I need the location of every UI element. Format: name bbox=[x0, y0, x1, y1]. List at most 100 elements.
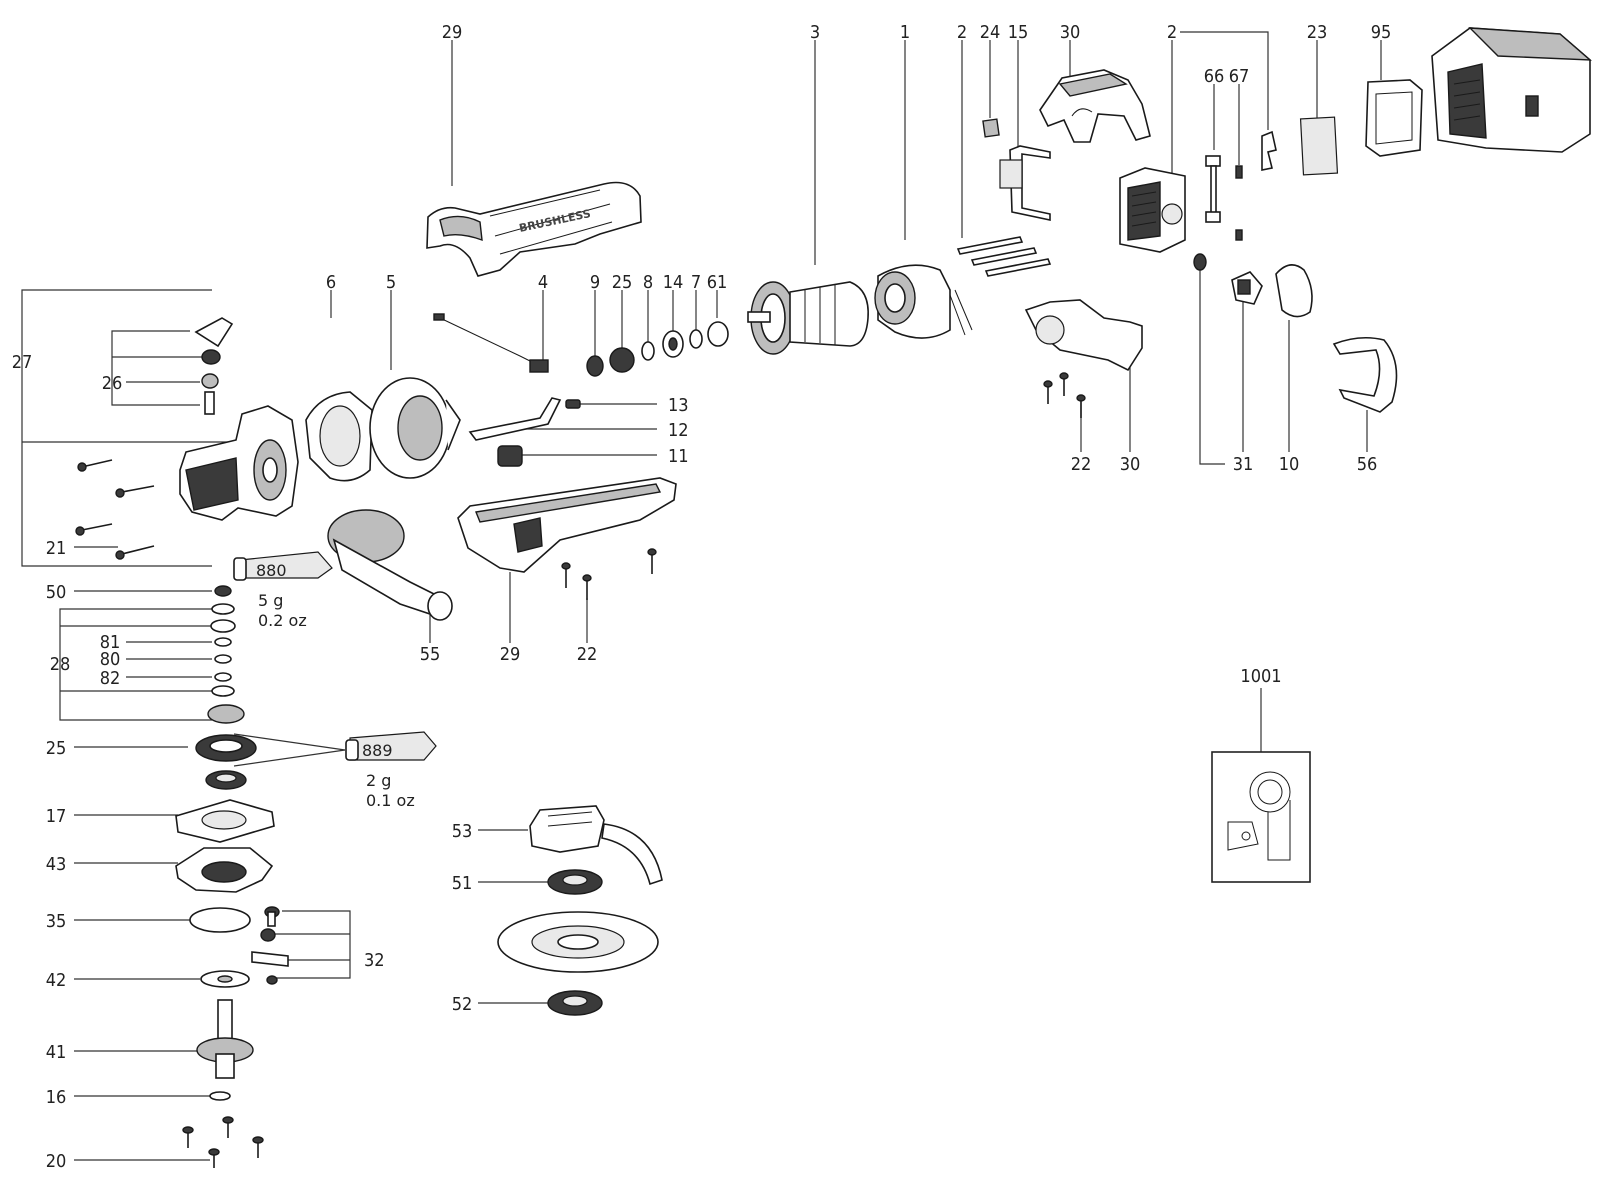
label-56: 56 bbox=[1357, 454, 1378, 475]
grease-tube-880: 880 bbox=[233, 551, 333, 581]
label-plate bbox=[982, 118, 1000, 138]
grease-880-amount-oz: 0.2 oz bbox=[258, 611, 307, 630]
label-31: 31 bbox=[1233, 454, 1254, 475]
label-17: 17 bbox=[46, 806, 67, 827]
flange-plate bbox=[305, 391, 373, 482]
label-11: 11 bbox=[668, 446, 689, 467]
label-30-top: 30 bbox=[1060, 22, 1081, 43]
housing-cover-bottom bbox=[1024, 299, 1143, 372]
spindle bbox=[196, 999, 254, 1079]
fan bbox=[369, 377, 461, 479]
rating-label bbox=[1299, 116, 1339, 176]
spring-clip bbox=[1261, 130, 1277, 171]
label-1: 1 bbox=[900, 22, 910, 43]
gear-housing bbox=[179, 405, 299, 521]
label-22-rear: 22 bbox=[1071, 454, 1092, 475]
grease-tube-889: 889 bbox=[345, 731, 437, 761]
label-29-bottom: 29 bbox=[500, 644, 521, 665]
label-14: 14 bbox=[663, 272, 684, 293]
label-1001: 1001 bbox=[1240, 666, 1281, 687]
grease-889-amount: 2 g bbox=[366, 771, 391, 790]
label-25-top: 25 bbox=[612, 272, 633, 293]
housing-shell-bottom bbox=[457, 477, 677, 573]
wheel-guard bbox=[529, 805, 663, 886]
grease-889-amount-oz: 0.1 oz bbox=[366, 791, 415, 810]
grease-889-code: 889 bbox=[362, 741, 393, 760]
label-9: 9 bbox=[590, 272, 600, 293]
label-13: 13 bbox=[668, 395, 689, 416]
retaining-ring bbox=[209, 1091, 231, 1101]
label-80: 80 bbox=[100, 649, 121, 670]
label-12: 12 bbox=[668, 420, 689, 441]
label-29-top: 29 bbox=[442, 22, 463, 43]
label-32: 32 bbox=[364, 950, 385, 971]
label-55: 55 bbox=[420, 644, 441, 665]
electronics-module bbox=[1119, 167, 1186, 253]
side-handle bbox=[327, 509, 453, 621]
screws-housing bbox=[75, 459, 155, 560]
wiring-diagram-inset bbox=[1211, 751, 1311, 883]
label-21: 21 bbox=[46, 538, 67, 559]
label-95: 95 bbox=[1371, 22, 1392, 43]
label-23: 23 bbox=[1307, 22, 1328, 43]
gear-stack bbox=[195, 585, 257, 790]
rods bbox=[956, 236, 1052, 277]
grease-880-code: 880 bbox=[256, 561, 287, 580]
label-61: 61 bbox=[707, 272, 728, 293]
label-27: 27 bbox=[12, 352, 33, 373]
wire-harness bbox=[433, 313, 549, 373]
label-28: 28 bbox=[50, 654, 71, 675]
label-66: 66 bbox=[1204, 66, 1225, 87]
label-2-rods: 2 bbox=[957, 22, 967, 43]
label-22-bottom: 22 bbox=[577, 644, 598, 665]
grinding-disc bbox=[497, 911, 659, 973]
switch-parts bbox=[468, 397, 581, 467]
label-51: 51 bbox=[452, 873, 473, 894]
label-24: 24 bbox=[980, 22, 1001, 43]
label-3: 3 bbox=[810, 22, 820, 43]
label-5: 5 bbox=[386, 272, 396, 293]
armature bbox=[747, 281, 869, 355]
screws-flange bbox=[182, 1116, 264, 1168]
switch-rod bbox=[1205, 155, 1243, 241]
label-6: 6 bbox=[326, 272, 336, 293]
label-52: 52 bbox=[452, 994, 473, 1015]
label-43: 43 bbox=[46, 854, 67, 875]
screws-bottom bbox=[561, 548, 657, 600]
label-30-bottom: 30 bbox=[1120, 454, 1141, 475]
label-50: 50 bbox=[46, 582, 67, 603]
label-8: 8 bbox=[643, 272, 653, 293]
housing-cover-top bbox=[1039, 69, 1151, 143]
label-2-electronics: 2 bbox=[1167, 22, 1177, 43]
label-15: 15 bbox=[1008, 22, 1029, 43]
screws-rear bbox=[1043, 372, 1086, 418]
end-cap bbox=[1275, 264, 1313, 318]
label-25-left: 25 bbox=[46, 738, 67, 759]
stator bbox=[874, 264, 973, 339]
wire-bracket bbox=[999, 145, 1051, 221]
bearing-flange bbox=[175, 847, 274, 893]
bearing-stack bbox=[586, 321, 729, 377]
label-7: 7 bbox=[691, 272, 701, 293]
bumper-ring bbox=[1332, 336, 1398, 413]
battery-plate bbox=[1365, 79, 1423, 157]
spindle-lock-parts bbox=[194, 317, 234, 415]
switch-actuator bbox=[1193, 253, 1263, 305]
label-35: 35 bbox=[46, 911, 67, 932]
label-16: 16 bbox=[46, 1087, 67, 1108]
label-67: 67 bbox=[1229, 66, 1250, 87]
label-10: 10 bbox=[1279, 454, 1300, 475]
label-4: 4 bbox=[538, 272, 548, 293]
label-41: 41 bbox=[46, 1042, 67, 1063]
label-26: 26 bbox=[102, 373, 123, 394]
label-42: 42 bbox=[46, 970, 67, 991]
label-81: 81 bbox=[100, 632, 121, 653]
label-82: 82 bbox=[100, 668, 121, 689]
label-53: 53 bbox=[452, 821, 473, 842]
label-20: 20 bbox=[46, 1151, 67, 1172]
housing-shell-top: BRUSHLESS bbox=[426, 181, 642, 277]
leader-lines bbox=[21, 31, 1382, 1161]
lock-parts bbox=[251, 906, 289, 985]
part-numbers: 29 3 1 2 24 15 30 2 23 95 66 67 27 26 6 … bbox=[12, 22, 1392, 1172]
